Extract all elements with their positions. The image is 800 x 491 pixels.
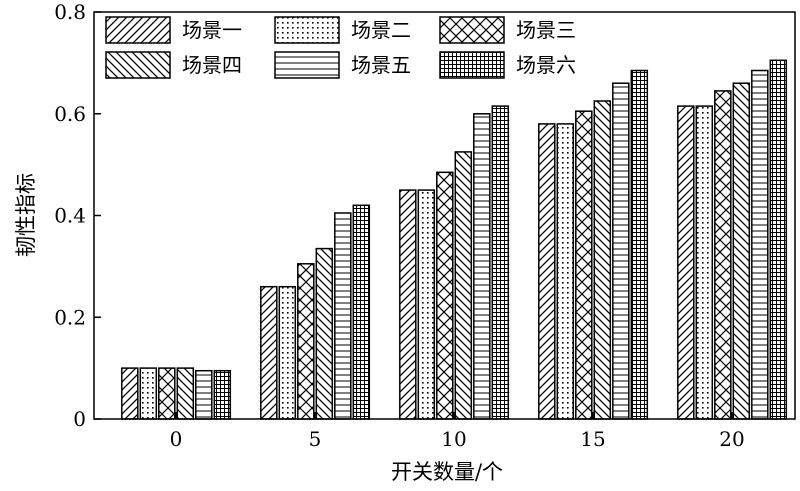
- bar-series-6-cat-0: [213, 369, 232, 420]
- legend-swatch-2: [274, 16, 340, 44]
- y-tick-label: 0.4: [54, 204, 86, 228]
- bar-series-3-cat-20: [714, 90, 732, 420]
- bar-series-4-cat-5: [315, 247, 334, 420]
- bar-series-6-cat-5: [352, 204, 371, 420]
- legend-label-1: 场景一: [182, 18, 242, 42]
- bar-series-6-cat-10: [491, 105, 510, 420]
- bar-series-5-cat-0: [195, 369, 213, 420]
- y-axis-label: 韧性指标: [14, 173, 38, 257]
- legend-label-6: 场景六: [516, 53, 576, 77]
- x-tick-label: 15: [580, 427, 605, 451]
- y-tick-label: 0.6: [54, 102, 86, 126]
- legend-swatch-1: [105, 16, 171, 44]
- bar-series-4-cat-0: [176, 367, 195, 420]
- bar-series-2-cat-0: [139, 367, 158, 420]
- legend-label-3: 场景三: [516, 18, 576, 42]
- legend-swatch-5: [274, 51, 340, 79]
- bar-series-4-cat-15: [593, 100, 612, 420]
- bar-series-2-cat-20: [695, 105, 714, 420]
- legend-label-2: 场景二: [351, 18, 411, 42]
- bar-series-3-cat-10: [436, 171, 454, 420]
- legend-label-4: 场景四: [182, 53, 242, 77]
- bar-series-1-cat-15: [538, 123, 556, 420]
- y-tick-label: 0: [73, 407, 86, 431]
- bar-series-1-cat-5: [260, 285, 278, 420]
- bar-series-2-cat-10: [417, 189, 436, 420]
- bar-series-5-cat-15: [612, 82, 630, 420]
- x-tick-label: 20: [719, 427, 744, 451]
- x-axis-label: 开关数量/个: [391, 460, 503, 484]
- legend-swatch-3: [439, 16, 505, 44]
- y-tick-label: 0.2: [54, 305, 86, 329]
- ticks-layer: 0 0.2 0.4 0.6 0.8 0 5 10 15 20: [54, 0, 745, 451]
- x-tick-label: 0: [170, 427, 183, 451]
- bars-layer: [121, 59, 788, 420]
- bar-series-3-cat-0: [158, 367, 176, 420]
- x-tick-label: 5: [309, 427, 322, 451]
- bar-series-2-cat-5: [278, 285, 297, 420]
- bar-series-1-cat-20: [677, 105, 695, 420]
- bar-series-6-cat-20: [769, 59, 788, 420]
- bar-series-5-cat-10: [473, 113, 491, 420]
- x-tick-label: 10: [441, 427, 466, 451]
- bar-series-1-cat-10: [399, 189, 417, 420]
- bar-series-6-cat-15: [630, 69, 649, 420]
- bar-series-4-cat-20: [732, 82, 751, 420]
- bar-series-5-cat-5: [334, 212, 352, 420]
- bar-series-3-cat-5: [297, 263, 315, 420]
- bar-series-3-cat-15: [575, 110, 593, 420]
- legend-label-5: 场景五: [351, 53, 411, 77]
- legend-swatch-4: [105, 51, 171, 79]
- y-tick-label: 0.8: [54, 0, 86, 24]
- bar-series-1-cat-0: [121, 367, 139, 420]
- legend-swatch-6: [439, 51, 505, 79]
- bar-series-5-cat-20: [751, 69, 769, 420]
- bar-series-4-cat-10: [454, 151, 473, 420]
- bar-series-2-cat-15: [556, 123, 575, 420]
